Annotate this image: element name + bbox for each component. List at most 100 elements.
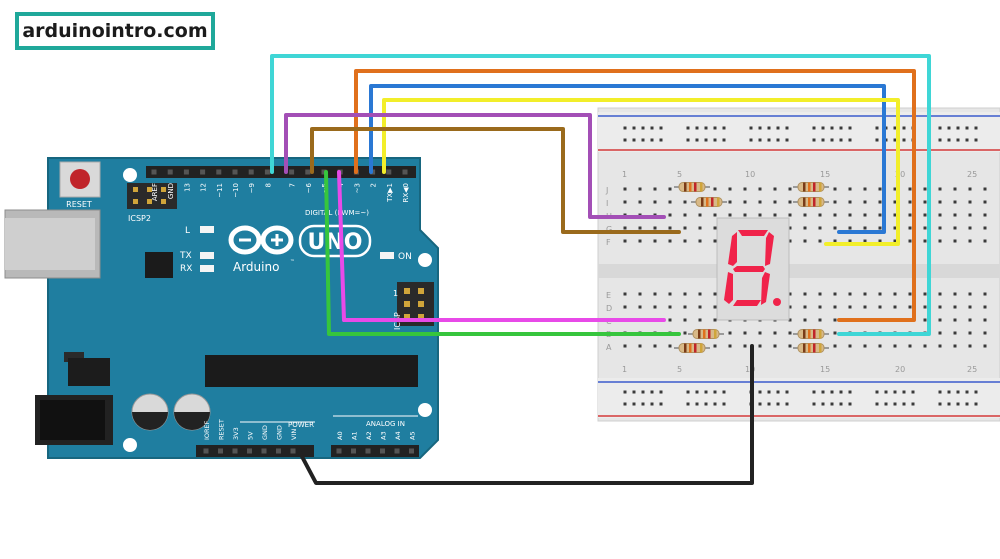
rail-hole [749,126,753,130]
breadboard-hole [668,239,672,243]
breadboard-hole [803,213,807,217]
breadboard-hole [638,305,642,309]
breadboard-hole [713,226,717,230]
breadboard-hole [833,344,837,348]
rail-hole [821,138,825,142]
col-number: 20 [895,365,905,374]
breadboard-hole [983,200,987,204]
rail-hole [938,402,942,406]
rail-hole [938,138,942,142]
breadboard-hole [713,318,717,322]
breadboard-hole [983,344,987,348]
analog-pin-label: A4 [394,431,402,440]
bottom-header-pins [203,448,414,454]
rail-hole [965,126,969,130]
breadboard-hole [983,292,987,296]
tx-led [200,252,214,259]
rail-hole [839,402,843,406]
rail-hole [713,138,717,142]
breadboard-hole [893,226,897,230]
tx-led-label: TX [179,251,192,261]
rail-hole [695,126,699,130]
breadboard-hole [743,331,747,335]
breadboard-hole [968,200,972,204]
rail-hole [623,390,627,394]
rail-hole [974,390,978,394]
breadboard-hole [833,318,837,322]
breadboard-hole [638,239,642,243]
rail-hole [839,126,843,130]
col-number: 5 [677,365,682,374]
breadboard-hole [683,318,687,322]
col-number: 1 [622,170,627,179]
breadboard-hole [953,200,957,204]
rail-hole [947,402,951,406]
breadboard-hole [698,239,702,243]
breadboard-hole [968,331,972,335]
rail-hole [974,402,978,406]
rail-hole [722,390,726,394]
icsp2-header [127,183,177,209]
icsp-pin1-label: 1 [393,289,398,298]
rail-hole [704,390,708,394]
header-pin [232,169,238,175]
rail-hole [767,390,771,394]
uno-badge: UNO [298,224,372,258]
header-pin [232,448,238,454]
breadboard-hole [668,213,672,217]
row-label: G [606,225,612,234]
breadboard-hole [938,213,942,217]
rail-hole [713,402,717,406]
rail-hole [623,126,627,130]
header-pin [380,448,385,454]
header-pin [402,169,408,175]
breadboard-hole [893,292,897,296]
breadboard-hole [728,344,732,348]
breadboard-hole [758,200,762,204]
resistor [793,197,829,207]
icsp2-label: ICSP2 [128,214,151,223]
breadboard-hole [683,226,687,230]
breadboard-hole [833,239,837,243]
col-number: 25 [967,170,977,179]
breadboard-hole [983,187,987,191]
reset-button[interactable] [59,161,101,198]
breadboard-hole [653,305,657,309]
mount-hole [123,438,137,452]
rail-hole [893,390,897,394]
breadboard-hole [683,292,687,296]
rail-hole [839,138,843,142]
atmega-chip [205,355,418,387]
rail-hole [686,138,690,142]
breadboard-hole [953,331,957,335]
wire-yellow [382,98,900,246]
header-pin [336,448,342,454]
rail-hole [704,138,708,142]
power-label: POWER [288,421,314,429]
breadboard-hole [908,239,912,243]
header-pin [248,169,254,175]
breadboard-hole [908,305,912,309]
resistor [691,197,727,207]
breadboard-hole [953,213,957,217]
row-label: D [606,304,612,313]
digital-pin-label: GND [167,183,175,199]
segment-a [738,230,768,236]
breadboard-hole [833,200,837,204]
power-header [196,445,314,457]
rail-hole [956,390,960,394]
breadboard-hole [953,226,957,230]
rail-hole [686,126,690,130]
breadboard-hole [818,239,822,243]
rail-hole [839,390,843,394]
header-pin [290,448,296,454]
power-pin-label: GND [261,425,269,440]
breadboard-hole [788,305,792,309]
breadboard-hole [623,226,627,230]
breadboard-hole [743,187,747,191]
breadboard-hole [713,187,717,191]
digital-pin-label: ~3 [353,183,361,193]
rail-hole [848,138,852,142]
resistor [674,343,710,353]
rail-hole [848,126,852,130]
